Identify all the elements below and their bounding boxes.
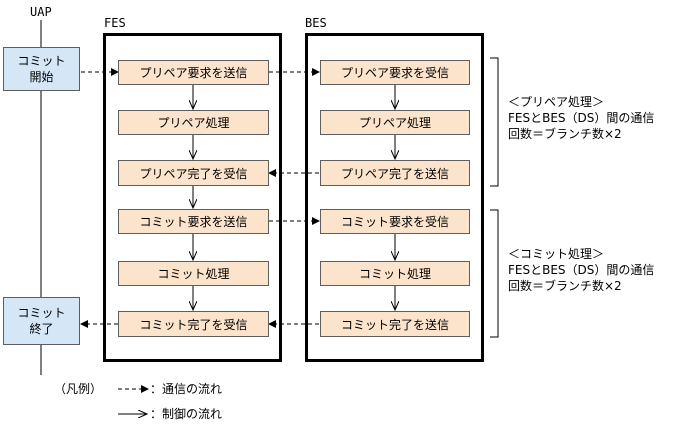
note-commit-line3: 回数＝ブランチ数×2 <box>508 279 622 293</box>
commit-end-line1: コミット <box>17 306 66 320</box>
uap-label: UAP <box>30 5 52 19</box>
note-commit-line2: FESとBES（DS）間の通信 <box>508 263 655 277</box>
note-commit: ＜コミット処理＞ FESとBES（DS）間の通信 回数＝ブランチ数×2 <box>508 246 654 294</box>
note-prepare-title: ＜プリペア処理＞ <box>508 95 605 109</box>
bracket-commit <box>490 209 499 338</box>
fes-step-commit-process: コミット処理 <box>118 261 269 286</box>
note-commit-title: ＜コミット処理＞ <box>508 247 605 261</box>
legend-title: （凡例） <box>54 382 103 396</box>
bes-step-prepare-recv: プリペア要求を受信 <box>320 60 470 85</box>
note-prepare: ＜プリペア処理＞ FESとBES（DS）間の通信 回数＝ブランチ数×2 <box>508 94 654 142</box>
bes-step-prepare-process: プリペア処理 <box>320 110 470 135</box>
legend-comm-label: ：通信の流れ <box>150 382 223 396</box>
fes-step-prepare-send: プリペア要求を送信 <box>118 60 269 85</box>
commit-start-line1: コミット <box>17 54 66 68</box>
commit-start-box: コミット 開始 <box>3 47 80 91</box>
fes-step-commit-send: コミット要求を送信 <box>118 209 269 234</box>
commit-end-line2: 終了 <box>29 322 54 336</box>
bracket-prepare <box>490 57 499 187</box>
commit-end-box: コミット 終了 <box>3 297 80 345</box>
fes-step-commit-done-recv: コミット完了を受信 <box>118 311 269 337</box>
fes-frame <box>103 33 282 362</box>
bes-step-commit-recv: コミット要求を受信 <box>320 209 470 234</box>
note-prepare-line2: FESとBES（DS）間の通信 <box>508 111 655 125</box>
fes-step-prepare-process: プリペア処理 <box>118 110 269 135</box>
bes-label: BES <box>305 16 327 30</box>
bes-step-commit-process: コミット処理 <box>320 261 470 286</box>
note-prepare-line3: 回数＝ブランチ数×2 <box>508 127 622 141</box>
fes-step-prepare-done-recv: プリペア完了を受信 <box>118 160 269 186</box>
fes-label: FES <box>104 16 126 30</box>
legend-control-label: ：制御の流れ <box>150 407 223 421</box>
bes-frame <box>305 33 484 362</box>
bes-step-commit-done-send: コミット完了を送信 <box>320 311 470 337</box>
bes-step-prepare-done-send: プリペア完了を送信 <box>320 160 470 186</box>
commit-start-line2: 開始 <box>29 70 54 84</box>
